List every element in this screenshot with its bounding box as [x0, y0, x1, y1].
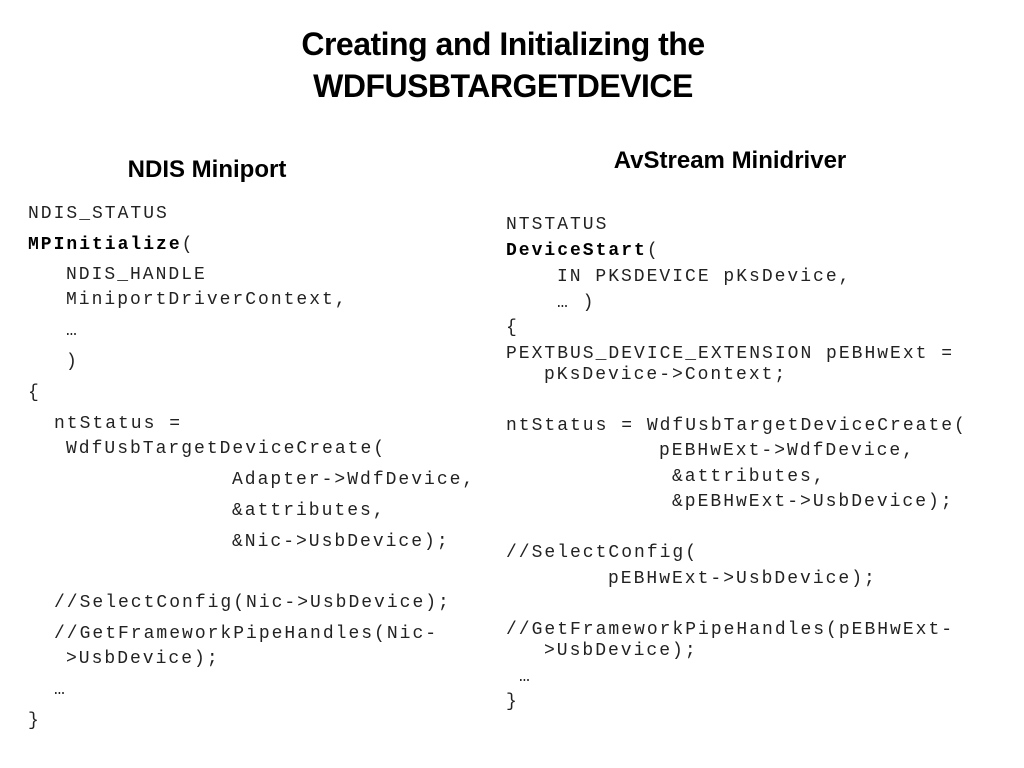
code-line: //SelectConfig( [506, 543, 699, 563]
code-line: //SelectConfig(Nic->UsbDevice); [54, 593, 451, 613]
code-line: … [66, 321, 79, 341]
code-line: MPInitialize( [28, 235, 194, 255]
code-line: &pEBHwExt->UsbDevice); [672, 492, 954, 512]
code-line: ntStatus = [54, 414, 183, 434]
code-line: &attributes, [232, 501, 386, 521]
slide-title-line-2: WDFUSBTARGETDEVICE [313, 68, 693, 104]
code-line: >UsbDevice); [544, 641, 698, 661]
code-line: DeviceStart( [506, 241, 660, 261]
code-line: WdfUsbTargetDeviceCreate( [66, 439, 387, 459]
code-line: //GetFrameworkPipeHandles(pEBHwExt- [506, 620, 955, 640]
code-line: IN PKSDEVICE pKsDevice, [557, 267, 852, 287]
avstream-minidriver-heading: AvStream Minidriver [613, 147, 847, 174]
function-name: DeviceStart [506, 241, 647, 261]
code-line: &attributes, [672, 467, 826, 487]
code-line: MiniportDriverContext, [66, 290, 348, 310]
slide-title-line-1: Creating and Initializing the [301, 26, 705, 62]
code-line: } [28, 711, 41, 731]
ndis-miniport-heading: NDIS Miniport [127, 156, 287, 183]
code-line: NTSTATUS [506, 215, 609, 235]
code-line: pEBHwExt->WdfDevice, [659, 441, 916, 461]
code-line: //GetFrameworkPipeHandles(Nic- [54, 624, 439, 644]
code-line: … ) [557, 293, 596, 313]
function-name: MPInitialize [28, 235, 182, 255]
code-line: ) [66, 352, 79, 372]
code-line: { [506, 318, 519, 338]
code-line: } [506, 692, 519, 712]
code-line: … [519, 667, 532, 687]
code-line: &Nic->UsbDevice); [232, 532, 450, 552]
code-line: >UsbDevice); [66, 649, 220, 669]
code-line: PEXTBUS_DEVICE_EXTENSION pEBHwExt = [506, 344, 955, 364]
code-line: NDIS_STATUS [28, 204, 169, 224]
code-line: { [28, 383, 41, 403]
code-line: … [54, 680, 67, 700]
code-line: pKsDevice->Context; [544, 365, 788, 385]
code-line: NDIS_HANDLE [66, 265, 207, 285]
code-paren: ( [181, 235, 195, 255]
code-line: pEBHwExt->UsbDevice); [608, 569, 877, 589]
code-line: Adapter->WdfDevice, [232, 470, 476, 490]
code-line: ntStatus = WdfUsbTargetDeviceCreate( [506, 416, 967, 436]
code-paren: ( [646, 241, 660, 261]
